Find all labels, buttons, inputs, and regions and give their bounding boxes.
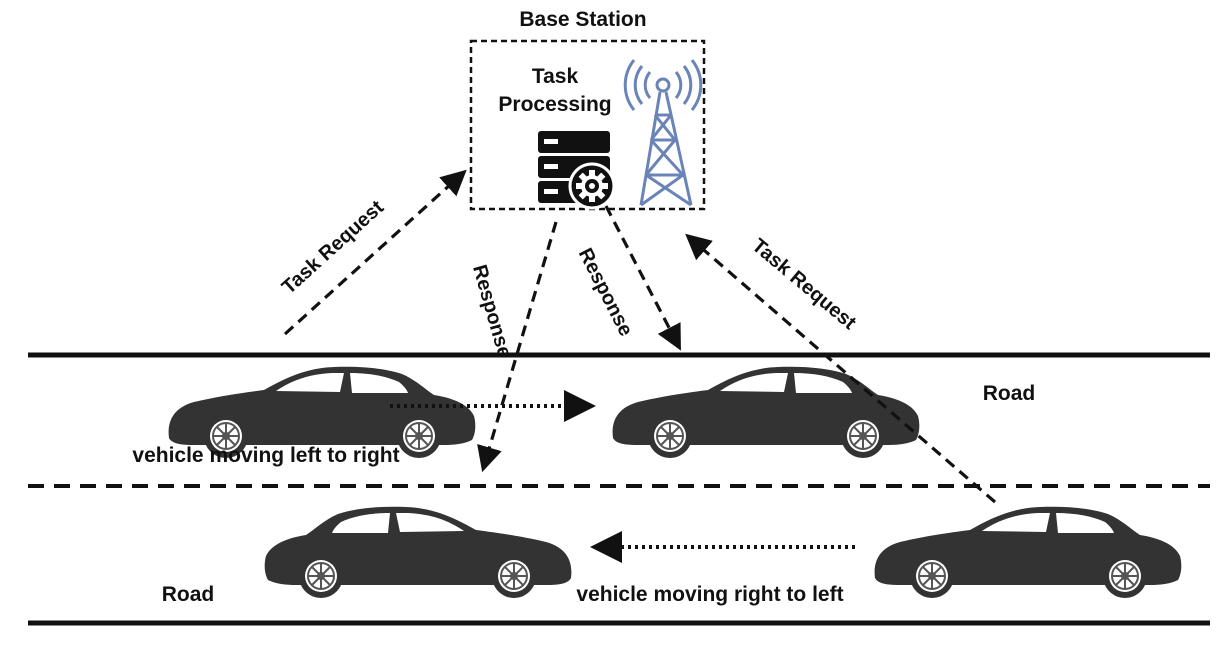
response-arrow-right (604, 205, 681, 351)
task-request-arrow-left (283, 169, 467, 336)
car-icon (873, 505, 1183, 599)
task-processing-line1: Task (532, 65, 579, 88)
car-icon (611, 365, 921, 459)
task-request-arrow-right (685, 233, 997, 504)
response-label-left: Response (468, 262, 515, 360)
server-gear-icon (538, 131, 616, 210)
radio-tower-icon (623, 59, 703, 207)
road-label-lower: Road (162, 583, 215, 606)
base-station-title: Base Station (519, 8, 646, 31)
car-icon (263, 505, 573, 599)
task-request-label-right: Task Request (748, 235, 861, 335)
road-label-upper: Road (983, 382, 1036, 405)
task-processing-line2: Processing (498, 93, 611, 116)
lower-vehicle-caption: vehicle moving right to left (576, 583, 843, 606)
upper-vehicle-caption: vehicle moving left to right (132, 444, 399, 467)
task-request-label-left: Task Request (278, 196, 389, 299)
response-label-right: Response (574, 245, 637, 340)
response-arrow-left (477, 221, 558, 473)
